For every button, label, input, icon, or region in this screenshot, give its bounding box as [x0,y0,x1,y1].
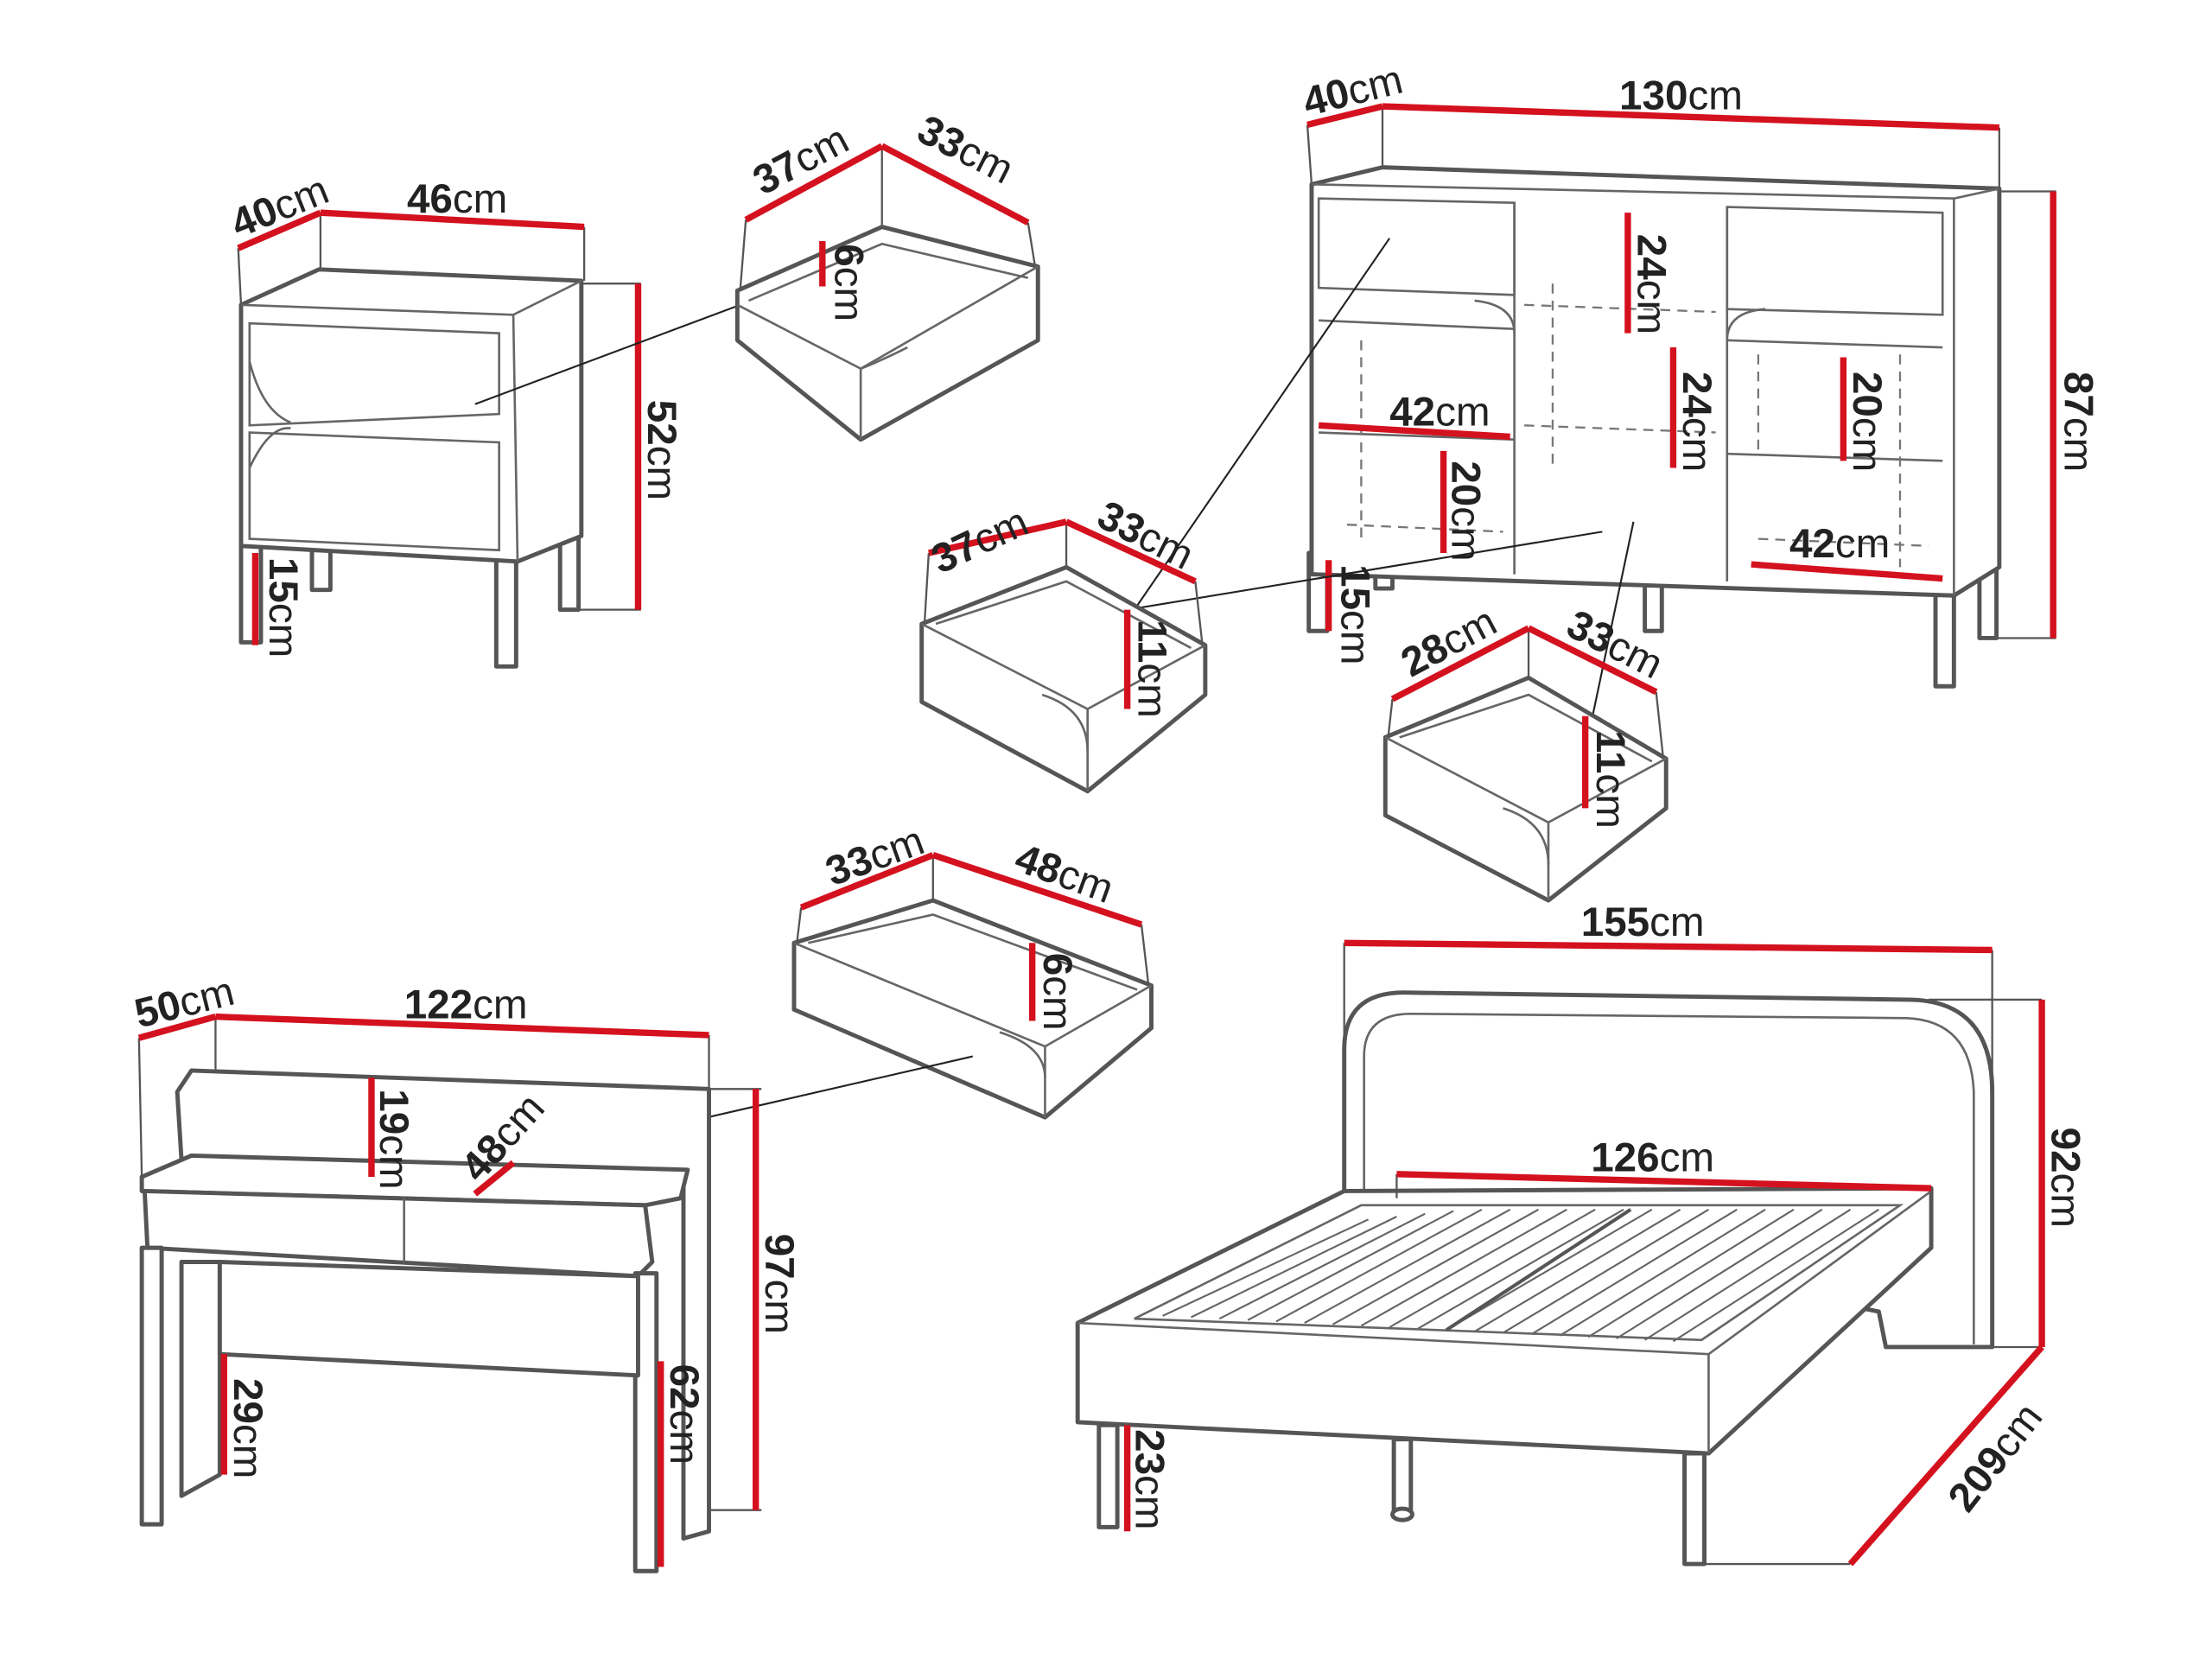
dimension-line [931,852,1143,928]
sideboard-drawer-small: 28cm 33cm 11cm [1382,599,1670,903]
sideboard: 40cm 130cm 87cm 24cm 24cm 20cm 42cm 20cm… [1127,57,2101,738]
drawer-height-label: 6cm [826,244,872,321]
nightstand-height-label: 52cm [639,400,684,500]
dimension-line [1396,1171,1932,1192]
bed-slats [1162,1208,1879,1343]
drawer-body [734,225,1040,442]
dimension-line [1382,103,1999,131]
desk-back-panel [217,1260,640,1378]
nightstand-width-label: 46cm [407,176,507,222]
bed-width-label: 155cm [1581,899,1705,945]
dimension-line [744,143,884,223]
drawer-depth-label: 33cm [820,817,930,895]
mattress-width-label: 126cm [1591,1135,1714,1180]
bed-leg-label: 23cm [1126,1429,1172,1529]
dimension-line [1390,625,1530,702]
desk: 50cm 122cm 19cm 48cm 97cm 29cm 62cm [130,969,802,1573]
shelf-height-label: 24cm [1628,234,1674,334]
desk-height-label: 97cm [756,1234,802,1334]
dimension-line [1065,518,1197,585]
shelf-height-label: 20cm [1844,372,1890,472]
sideboard-height-label: 87cm [2055,372,2101,472]
dimension-line [1751,561,1943,582]
nightstand-depth-label: 40cm [225,167,335,247]
sideboard-leg-label: 15cm [1332,564,1377,664]
bed: 155cm 126cm 92cm 209cm 23cm [1075,899,2088,1567]
dimension-line [1306,103,1383,128]
dimension-line [1527,625,1658,696]
leg-gap-label: 29cm [225,1378,270,1478]
leg [309,548,333,593]
sideboard-depth-label: 40cm [1299,57,1408,126]
dimension-line [473,1160,516,1197]
leg [493,553,518,669]
leg [1391,1437,1414,1513]
drawer-height-label: 6cm [1034,953,1080,1031]
sideboard-drawer-large: 37cm 33cm 11cm [919,493,1208,794]
desk-width-label: 122cm [404,982,528,1027]
dimension-line [137,1014,217,1041]
compartment-width-label: 42cm [1389,389,1490,435]
dimension-line [1847,1344,2044,1567]
shelf-height-label: 20cm [1442,461,1488,561]
sideboard-width-label: 130cm [1619,73,1743,118]
desk-side [179,1260,222,1498]
drawer-width-label: 37cm [925,499,1035,582]
dimension-line [1344,939,1993,954]
dimension-line [1318,422,1510,441]
shelf-height-label: 24cm [1674,372,1719,472]
nightstand: 40cm 46cm 52cm 15cm [225,167,741,669]
nightstand-leg-label: 15cm [260,557,306,658]
dimension-line [880,143,1030,226]
nightstand-body [238,267,584,564]
nightstand-drawer: 37cm 33cm 6cm [734,106,1040,442]
desk-drawer-front [142,1188,655,1279]
drawer-depth-label: 33cm [1090,493,1201,579]
dimension-line [928,518,1067,556]
dimension-line [215,1013,709,1039]
leg [1682,1451,1707,1567]
dimension-line [799,852,935,911]
bed-length-label: 209cm [1940,1395,2052,1520]
drawer-depth-label: 33cm [910,106,1020,193]
headboard-height-label: 92cm [2043,1128,2088,1228]
desk-surface-height-label: 62cm [661,1364,707,1465]
drawer-height-label: 11cm [1587,730,1633,829]
compartment-width-label: 42cm [1789,521,1890,567]
leg [139,1245,164,1527]
upstand-height-label: 19cm [371,1089,416,1189]
dimension-line [237,209,322,251]
dimension-line [320,209,585,231]
bed-frame [1075,1185,1934,1456]
leg [1933,582,1956,689]
leg [1096,1422,1120,1529]
sideboard-body [1309,165,2002,598]
drawer-height-label: 11cm [1129,620,1175,718]
